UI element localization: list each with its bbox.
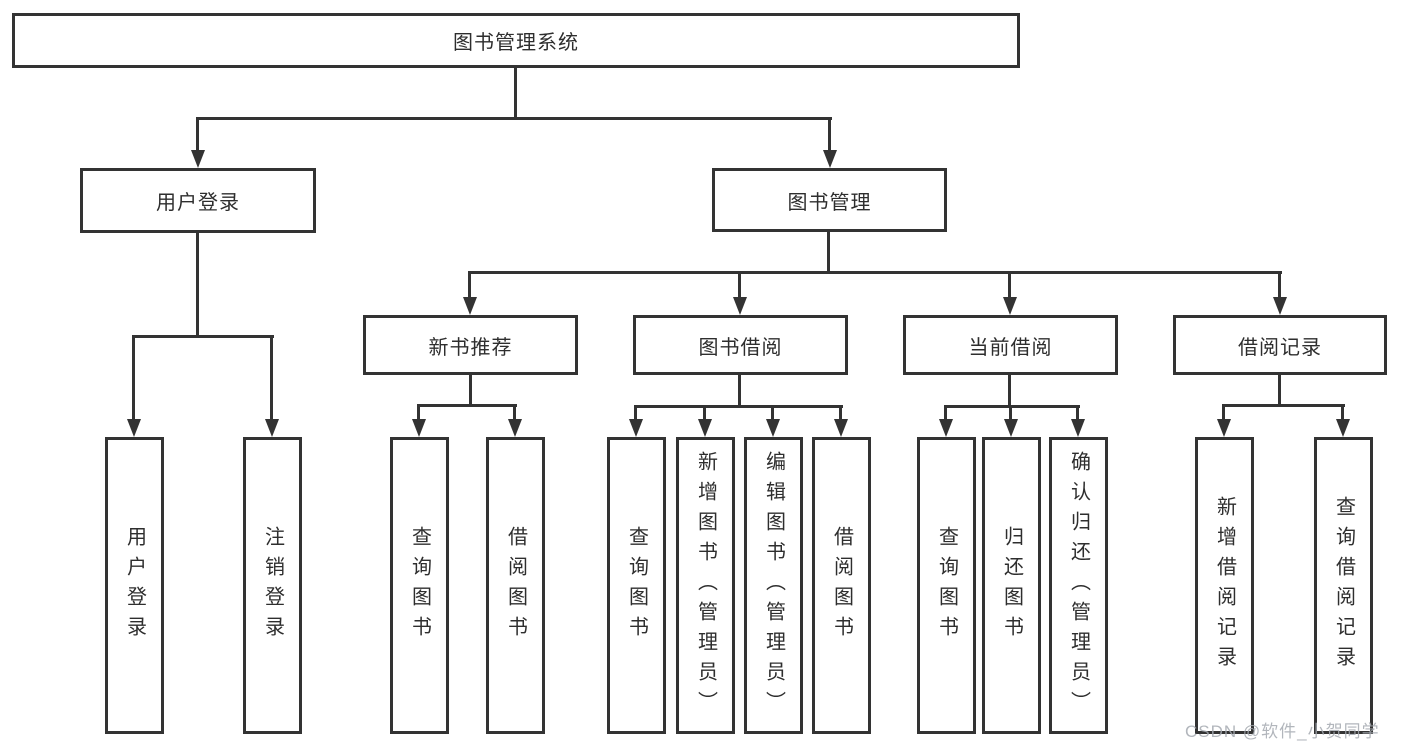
- connector-line: [738, 271, 741, 299]
- arrow-down-icon: [939, 419, 953, 437]
- node-new-book-recommend-label: 新书推荐: [428, 336, 513, 359]
- leaf-query-books-recommend-label: 查询图书: [408, 525, 431, 646]
- node-root-label: 图书管理系统: [453, 32, 579, 54]
- leaf-query-books-label: 查询图书: [625, 525, 648, 646]
- arrow-down-icon: [823, 150, 837, 168]
- arrow-down-icon: [508, 419, 522, 437]
- leaf-logout: 注销登录: [243, 437, 302, 734]
- connector-line: [132, 335, 274, 338]
- leaf-return-books-label: 归还图书: [1000, 525, 1023, 646]
- node-new-book-recommend: 新书推荐: [363, 315, 578, 375]
- connector-line: [468, 271, 471, 299]
- node-borrow-record-label: 借阅记录: [1238, 336, 1322, 359]
- connector-line: [468, 271, 1282, 274]
- connector-line: [417, 404, 420, 421]
- connector-line: [738, 375, 741, 408]
- arrow-down-icon: [698, 419, 712, 437]
- connector-line: [703, 405, 706, 421]
- arrow-down-icon: [265, 419, 279, 437]
- connector-line: [771, 405, 774, 421]
- connector-line: [944, 405, 947, 421]
- connector-line: [1076, 405, 1079, 421]
- connector-line: [1009, 405, 1012, 421]
- connector-line: [839, 405, 842, 421]
- connector-line: [1222, 404, 1345, 407]
- connector-line: [417, 404, 517, 407]
- connector-line: [1278, 271, 1281, 299]
- connector-line: [1008, 375, 1011, 408]
- connector-line: [1341, 404, 1344, 421]
- arrow-down-icon: [1004, 419, 1018, 437]
- arrow-down-icon: [191, 150, 205, 168]
- arrow-down-icon: [1273, 297, 1287, 315]
- arrow-down-icon: [1217, 419, 1231, 437]
- leaf-return-books: 归还图书: [982, 437, 1041, 734]
- connector-line: [196, 233, 199, 338]
- node-book-management-label: 图书管理: [787, 191, 872, 214]
- leaf-edit-books-admin-label: 编辑图书（管理员）: [762, 450, 785, 721]
- csdn-watermark: CSDN @软件_小贺同学: [1185, 722, 1380, 741]
- connector-line: [828, 117, 831, 153]
- connector-line: [634, 405, 637, 421]
- connector-line: [132, 335, 135, 421]
- arrow-down-icon: [834, 419, 848, 437]
- connector-line: [944, 405, 1080, 408]
- arrow-down-icon: [629, 419, 643, 437]
- leaf-query-books: 查询图书: [607, 437, 666, 734]
- leaf-borrow-books: 借阅图书: [812, 437, 871, 734]
- connector-line: [514, 68, 517, 120]
- leaf-borrow-books-label: 借阅图书: [830, 525, 853, 646]
- node-user-login-label: 用户登录: [156, 192, 240, 214]
- leaf-query-borrow-record-label: 查询借阅记录: [1332, 495, 1355, 676]
- leaf-add-borrow-record: 新增借阅记录: [1195, 437, 1254, 734]
- node-book-borrow: 图书借阅: [633, 315, 848, 375]
- arrow-down-icon: [412, 419, 426, 437]
- leaf-query-borrow-record: 查询借阅记录: [1314, 437, 1373, 734]
- connector-line: [469, 375, 472, 407]
- leaf-add-books-admin-label: 新增图书（管理员）: [694, 450, 717, 721]
- connector-line: [196, 117, 832, 120]
- arrow-down-icon: [127, 419, 141, 437]
- connector-line: [196, 117, 199, 153]
- node-book-borrow-label: 图书借阅: [698, 336, 783, 359]
- arrow-down-icon: [1071, 419, 1085, 437]
- leaf-user-login: 用户登录: [105, 437, 164, 734]
- leaf-confirm-return-admin-label: 确认归还（管理员）: [1067, 450, 1090, 721]
- arrow-down-icon: [463, 297, 477, 315]
- connector-line: [1222, 404, 1225, 421]
- leaf-logout-label: 注销登录: [261, 525, 284, 646]
- node-borrow-record: 借阅记录: [1173, 315, 1387, 375]
- node-book-management: 图书管理: [712, 168, 947, 232]
- leaf-add-books-admin: 新增图书（管理员）: [676, 437, 735, 734]
- leaf-borrow-books-recommend-label: 借阅图书: [504, 525, 527, 646]
- node-current-borrow-label: 当前借阅: [968, 336, 1053, 359]
- connector-line: [1008, 271, 1011, 299]
- arrow-down-icon: [1003, 297, 1017, 315]
- leaf-query-books-recommend: 查询图书: [390, 437, 449, 734]
- node-root: 图书管理系统: [12, 13, 1020, 68]
- arrow-down-icon: [733, 297, 747, 315]
- connector-line: [634, 405, 843, 408]
- leaf-add-borrow-record-label: 新增借阅记录: [1213, 495, 1236, 676]
- arrow-down-icon: [1336, 419, 1350, 437]
- node-current-borrow: 当前借阅: [903, 315, 1118, 375]
- leaf-query-books-current: 查询图书: [917, 437, 976, 734]
- leaf-confirm-return-admin: 确认归还（管理员）: [1049, 437, 1108, 734]
- leaf-user-login-label: 用户登录: [123, 525, 146, 646]
- connector-line: [270, 335, 273, 421]
- connector-line: [513, 404, 516, 421]
- connector-line: [1278, 375, 1281, 407]
- leaf-borrow-books-recommend: 借阅图书: [486, 437, 545, 734]
- leaf-query-books-current-label: 查询图书: [935, 525, 958, 646]
- leaf-edit-books-admin: 编辑图书（管理员）: [744, 437, 803, 734]
- arrow-down-icon: [766, 419, 780, 437]
- connector-line: [827, 232, 830, 274]
- node-user-login: 用户登录: [80, 168, 316, 233]
